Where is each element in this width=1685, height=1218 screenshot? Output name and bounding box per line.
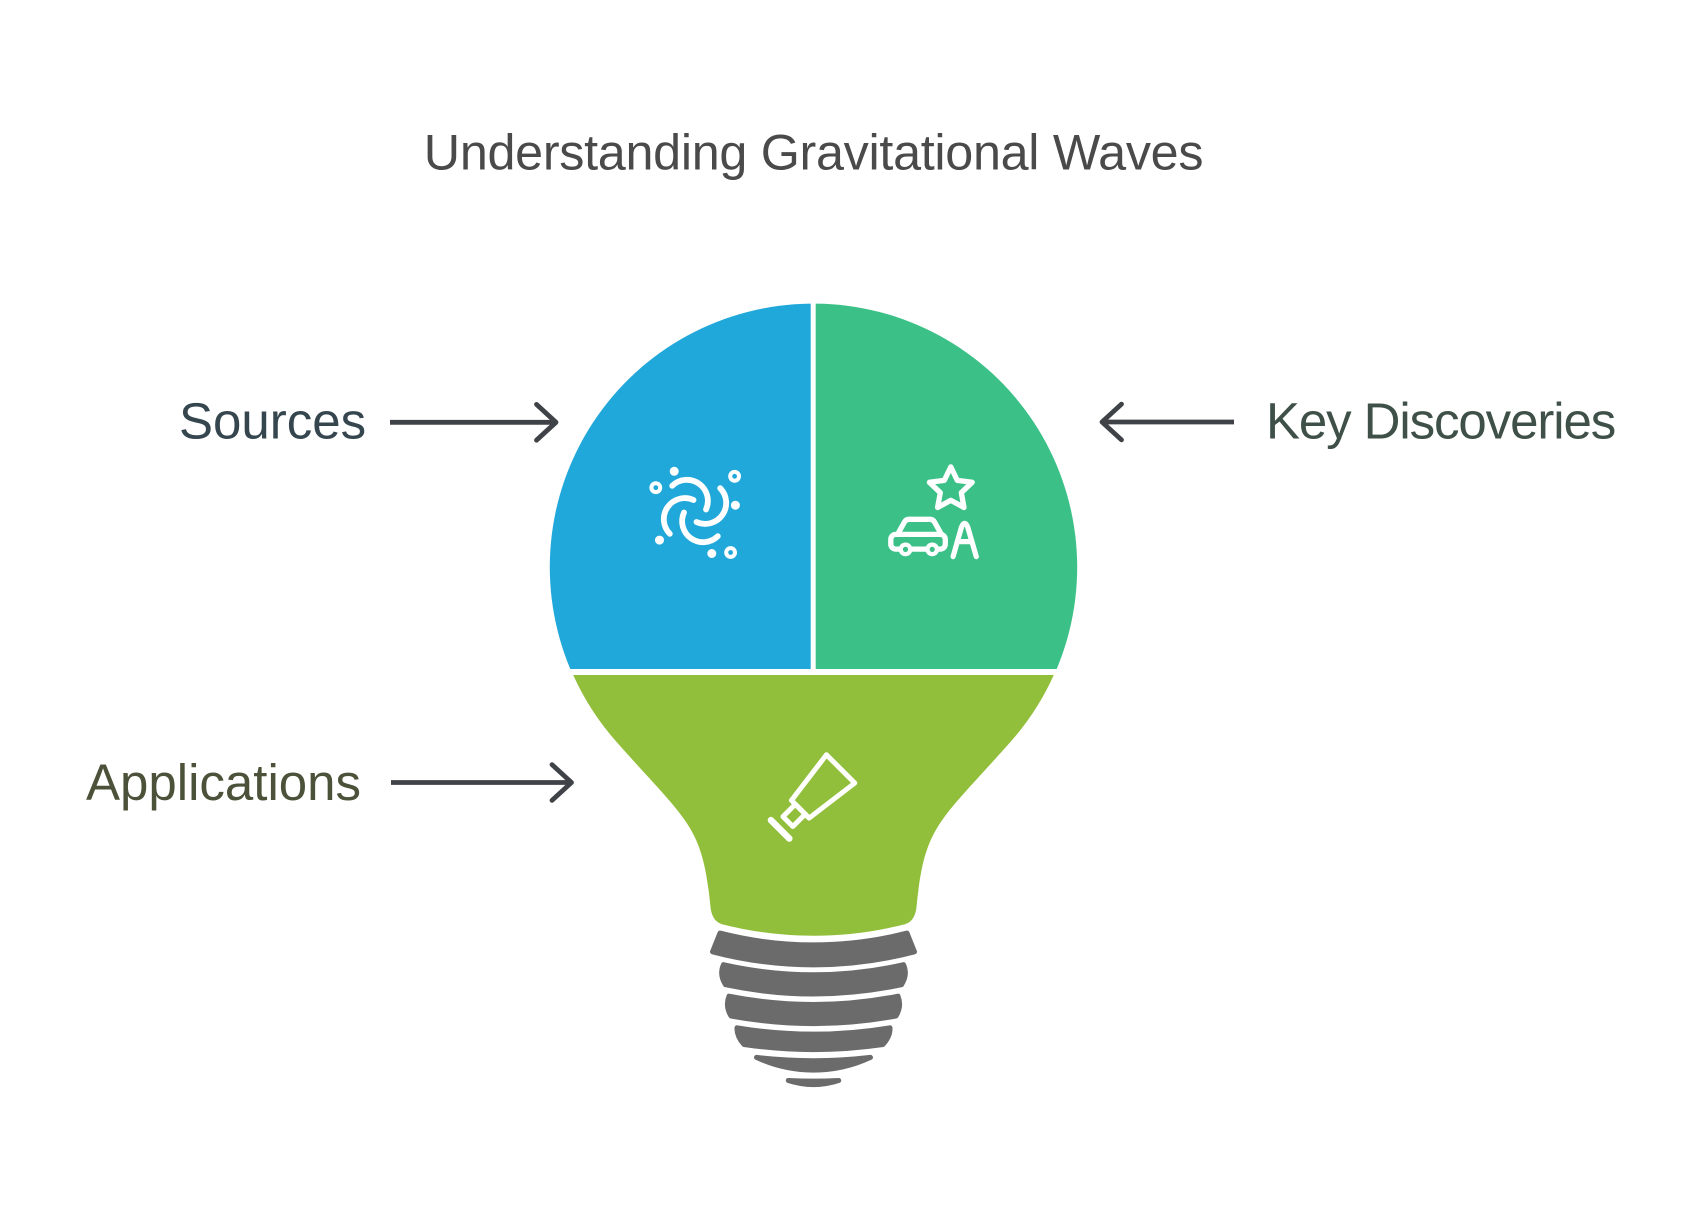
svg-text:Applications: Applications (86, 754, 361, 811)
svg-text:Key Discoveries: Key Discoveries (1266, 393, 1615, 450)
svg-text:Sources: Sources (179, 393, 366, 450)
svg-text:Understanding Gravitational Wa: Understanding Gravitational Waves (424, 124, 1203, 181)
